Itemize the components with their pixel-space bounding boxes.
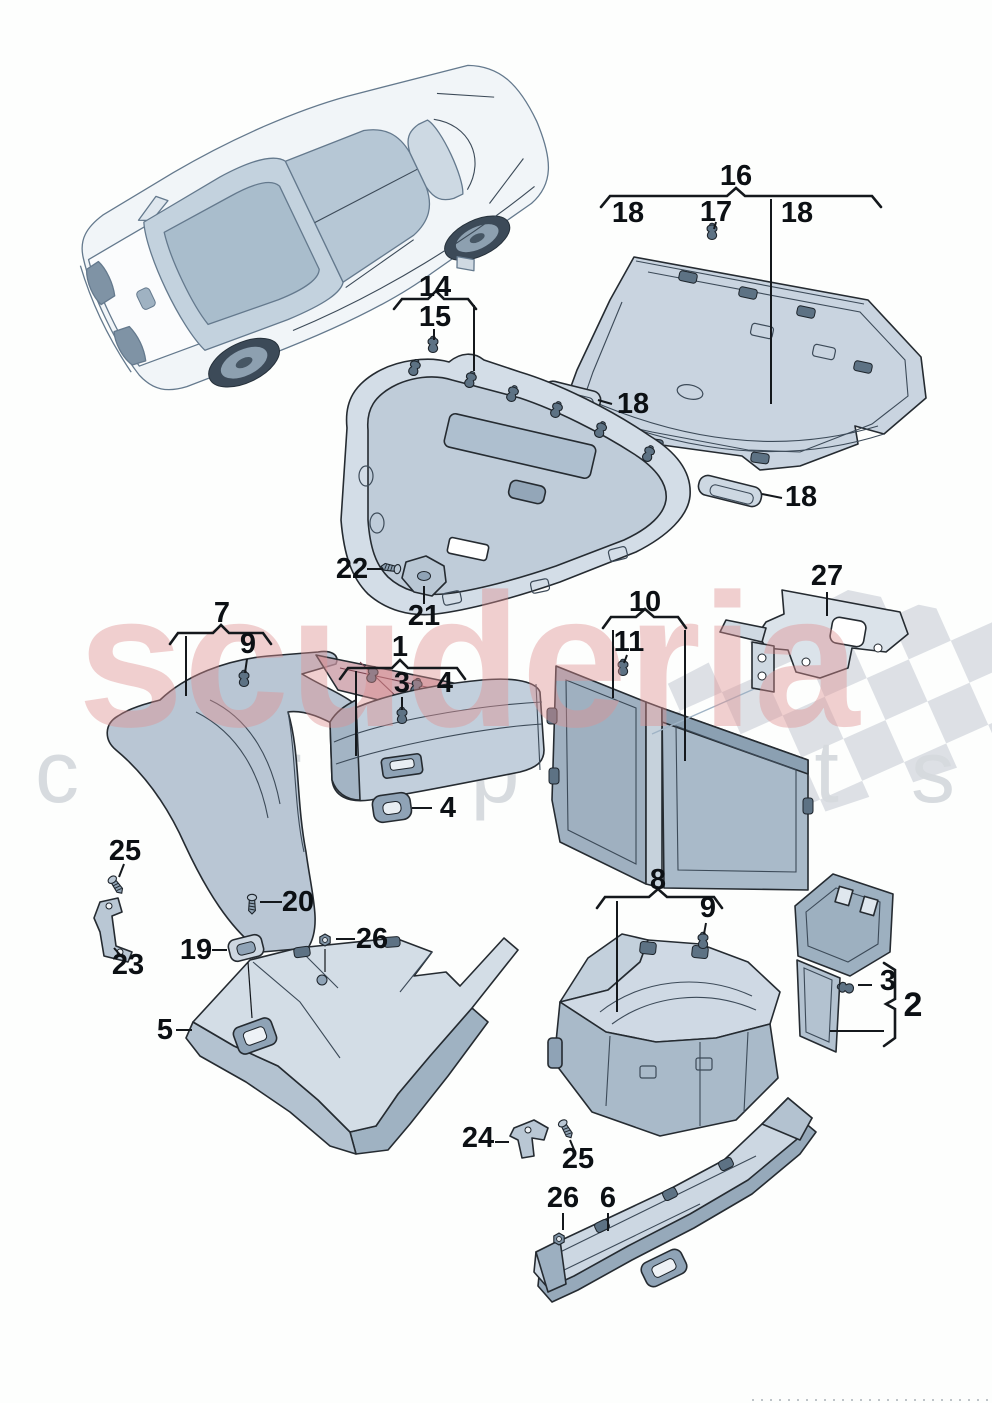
side-mirror (456, 255, 475, 272)
front-wheel (444, 215, 511, 261)
callout-23: 23 (112, 949, 144, 981)
watermark-brand: scuderia (78, 555, 861, 767)
rear-wheel (208, 337, 280, 388)
callout-3: 3 (394, 667, 410, 699)
nut-26-left (319, 933, 331, 947)
part-side-trim-right (547, 933, 781, 1137)
clip-9-right (697, 931, 709, 950)
callout-19: 19 (180, 934, 212, 966)
callout-26: 26 (547, 1182, 579, 1214)
part-bracket-24 (509, 1119, 549, 1159)
callout-17: 17 (700, 196, 732, 228)
bezel-19 (227, 933, 265, 963)
callout-7: 7 (214, 597, 230, 629)
nut-26-bottom (553, 1232, 565, 1246)
rear-window (163, 181, 320, 326)
part-mounting-bracket (651, 589, 909, 735)
trunk-badge (136, 287, 156, 310)
callout-1: 1 (392, 631, 408, 663)
callout-2: 2 (904, 986, 923, 1024)
callout-9: 9 (700, 892, 716, 924)
part-floor-trim-left (185, 936, 519, 1155)
callout-24: 24 (462, 1122, 494, 1154)
part-luggage-divider (546, 665, 814, 891)
callout-21: 21 (408, 600, 440, 632)
callout-4: 4 (437, 667, 453, 699)
callout-14: 14 (419, 271, 451, 303)
callout-26: 26 (356, 923, 388, 955)
callout-lines (113, 186, 897, 1231)
screw-25-left (106, 873, 127, 897)
callout-4: 4 (440, 792, 456, 824)
part-trim-strip-lower (697, 474, 763, 508)
part-lock-bracket (401, 555, 447, 597)
part-sill-strip (533, 1097, 817, 1303)
callout-18: 18 (781, 197, 813, 229)
callout-22: 22 (336, 553, 368, 585)
callout-10: 10 (629, 586, 661, 618)
callout-25: 25 (562, 1143, 594, 1175)
windshield (407, 119, 464, 201)
callout-16: 16 (720, 160, 752, 192)
screw-20 (246, 893, 258, 915)
callout-6: 6 (600, 1182, 616, 1214)
part-grommet (371, 791, 413, 824)
callout-18: 18 (617, 388, 649, 420)
part-rear-corner-trim (794, 873, 894, 1053)
callout-20: 20 (282, 886, 314, 918)
screw-25-bottom (556, 1117, 576, 1141)
callout-27: 27 (811, 560, 843, 592)
tail-light (85, 260, 116, 306)
part-bracket-23 (93, 897, 133, 963)
callout-25: 25 (109, 835, 141, 867)
part-corner-trim (329, 678, 545, 802)
callout-11: 11 (614, 626, 645, 658)
part-trunk-lid-trim (340, 353, 691, 616)
callout-9: 9 (240, 628, 256, 660)
callout-15: 15 (419, 301, 451, 333)
part-rear-shelf-panel (565, 256, 927, 471)
callout-5: 5 (157, 1014, 173, 1046)
callout-3: 3 (880, 965, 896, 997)
callout-18: 18 (785, 481, 817, 513)
callout-18: 18 (612, 197, 644, 229)
callout-8: 8 (650, 864, 666, 896)
tail-light (113, 325, 147, 366)
car-illustration (79, 64, 550, 391)
